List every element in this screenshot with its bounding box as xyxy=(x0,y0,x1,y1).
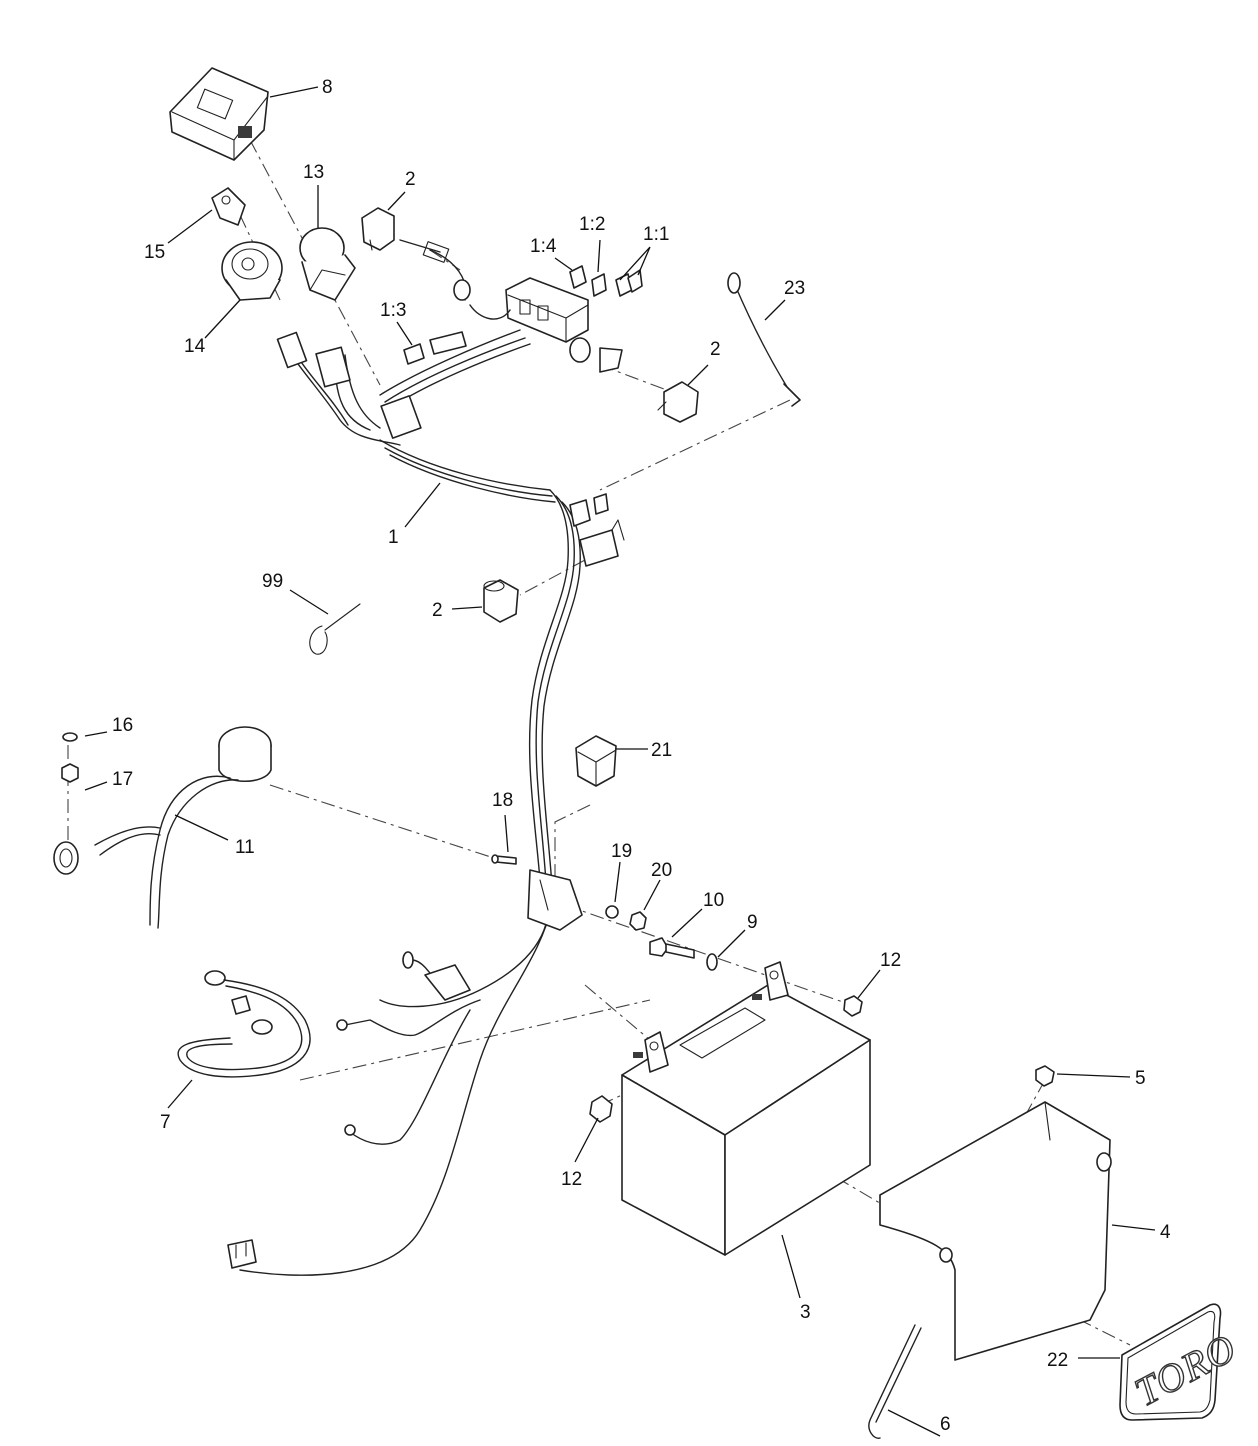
cable-23-part xyxy=(727,272,801,407)
hour-meter-part xyxy=(169,67,269,161)
leader-lines xyxy=(84,86,1156,1437)
callout-12-lower: 12 xyxy=(561,1169,582,1190)
nut-12-upper xyxy=(843,995,863,1017)
seat-switch-connector-middle xyxy=(483,579,519,623)
callout-2-middle: 2 xyxy=(432,600,443,621)
washer-9-part xyxy=(706,953,718,971)
nut-20-part xyxy=(629,911,647,931)
callout-8: 8 xyxy=(322,77,333,98)
connector-1-3-part xyxy=(403,331,467,365)
cable-11-part xyxy=(53,726,272,929)
fuse-block-part xyxy=(505,265,643,373)
washer-19-part xyxy=(605,905,619,919)
cable-tie-part xyxy=(309,603,361,655)
hold-down-rod-part xyxy=(868,1324,922,1439)
callout-13: 13 xyxy=(303,162,324,183)
callout-17: 17 xyxy=(112,769,133,790)
callout-20: 20 xyxy=(651,860,672,881)
callout-2-top: 2 xyxy=(405,169,416,190)
callout-14: 14 xyxy=(184,336,206,357)
callout-12-upper: 12 xyxy=(880,950,901,971)
callout-23: 23 xyxy=(784,278,805,299)
nut-5-part xyxy=(1035,1065,1055,1087)
callout-5: 5 xyxy=(1135,1068,1146,1089)
seat-switch-connector-right xyxy=(657,381,699,423)
battery-cover-part xyxy=(879,1101,1112,1361)
callout-9: 9 xyxy=(747,912,758,933)
pto-switch-part xyxy=(299,227,356,301)
callout-6: 6 xyxy=(940,1414,951,1435)
callout-2-right: 2 xyxy=(710,339,721,360)
battery-cable-7-part xyxy=(177,970,311,1078)
callout-7: 7 xyxy=(160,1112,171,1133)
callout-1-4: 1:4 xyxy=(530,236,557,257)
callout-19: 19 xyxy=(611,841,632,862)
callout-4: 4 xyxy=(1160,1222,1171,1243)
callout-10: 10 xyxy=(703,890,724,911)
callout-21: 21 xyxy=(651,740,672,761)
callout-99: 99 xyxy=(262,571,283,592)
seat-switch-connector-top xyxy=(361,207,395,251)
nut-washer-16-17 xyxy=(61,732,79,783)
key-part xyxy=(211,187,246,226)
callout-15: 15 xyxy=(144,242,165,263)
ignition-switch-part xyxy=(221,241,283,301)
callout-1: 1 xyxy=(388,527,399,548)
callout-18: 18 xyxy=(492,790,513,811)
nut-12-lower xyxy=(589,1095,613,1123)
callout-1-3: 1:3 xyxy=(380,300,406,321)
callouts: 8 13 2 15 14 1:4 1:2 1:1 1:3 23 2 1 99 2… xyxy=(112,77,1171,1435)
bolt-10-part xyxy=(649,937,695,959)
main-wire-harness xyxy=(227,239,625,1276)
battery-part xyxy=(621,961,871,1256)
callout-11: 11 xyxy=(235,837,255,858)
toro-decal-part: TORO xyxy=(1119,1303,1244,1421)
callout-16: 16 xyxy=(112,715,133,736)
callout-22: 22 xyxy=(1047,1350,1068,1371)
callout-3: 3 xyxy=(800,1302,811,1323)
bolt-18-part xyxy=(491,854,517,865)
callout-1-2: 1:2 xyxy=(579,214,605,235)
callout-1-1: 1:1 xyxy=(643,224,669,245)
relay-part xyxy=(575,735,617,787)
